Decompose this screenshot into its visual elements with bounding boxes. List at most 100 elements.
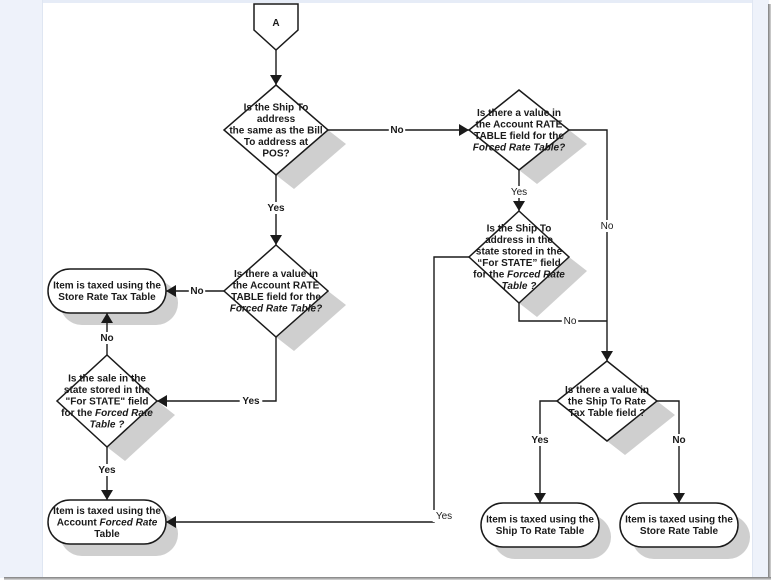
frame-top bbox=[0, 0, 768, 3]
decision-d4 bbox=[467, 89, 571, 171]
arrowhead-icon bbox=[513, 201, 525, 211]
arrowhead-icon bbox=[270, 235, 282, 245]
edge-label-bg bbox=[528, 434, 552, 446]
edge-label-d5-d6: No bbox=[564, 316, 577, 327]
edge-label-bg bbox=[598, 220, 616, 232]
arrowhead-icon bbox=[270, 75, 282, 85]
terminal-t4 bbox=[619, 502, 739, 548]
arrowhead-icon bbox=[459, 124, 469, 136]
node-text-line: Is the sale in the bbox=[68, 373, 146, 384]
edge-label-bg bbox=[432, 510, 456, 522]
frame-right-margin bbox=[752, 0, 769, 578]
connector-a bbox=[253, 3, 299, 52]
node-text-line: POS? bbox=[262, 148, 289, 159]
node-text-line: the Account RATE bbox=[476, 120, 563, 131]
edge-label-d1-d2: Yes bbox=[267, 203, 285, 214]
arrowhead-icon bbox=[166, 285, 176, 297]
node-text-line: Item is taxed using the bbox=[625, 515, 733, 526]
frame-shadow-bottom bbox=[4, 577, 771, 580]
edge-label-bg bbox=[388, 124, 406, 136]
edge-label-d2-d3: Yes bbox=[242, 396, 260, 407]
node-text-line: the Ship To Rate bbox=[568, 396, 647, 407]
node-text-line: the same as the Bill bbox=[229, 125, 323, 136]
edge-d4-d6 bbox=[569, 129, 608, 361]
node-text-line: TABLE field for the bbox=[474, 131, 564, 142]
node-text-line: Tax Table field ? bbox=[569, 408, 646, 419]
edge-label-bg bbox=[507, 186, 531, 198]
node-text-line: Ship To Rate Table bbox=[496, 526, 585, 537]
arrowhead-icon bbox=[166, 516, 176, 528]
node-text-line: address bbox=[257, 114, 296, 125]
node-text-line: state stored in the bbox=[64, 385, 151, 396]
edge-label-d3-t1: No bbox=[100, 333, 113, 344]
node-text-line: Is there a value in bbox=[477, 108, 561, 119]
edge-label-d6-t4: No bbox=[672, 435, 685, 446]
edge-label-d4-d6: No bbox=[601, 221, 614, 232]
edge-label-bg bbox=[188, 285, 206, 297]
node-text-line: Item is taxed using the bbox=[53, 506, 161, 517]
node-text-line: for the Forced Rate bbox=[473, 270, 565, 281]
edge-label-bg bbox=[95, 464, 119, 476]
edge-label-d2-t1: No bbox=[190, 286, 203, 297]
decision-shadow bbox=[607, 401, 675, 455]
node-text-line: state stored in the bbox=[476, 247, 563, 258]
node-text-line: TABLE field for the bbox=[231, 292, 321, 303]
node-text-line: Table ? bbox=[502, 281, 537, 292]
edge-label-bg bbox=[98, 332, 116, 344]
decision-shadow bbox=[107, 401, 175, 461]
decision-shadow bbox=[519, 257, 587, 317]
arrowhead-icon bbox=[101, 313, 113, 323]
edge-label-bg bbox=[670, 434, 688, 446]
node-text-line: the Account RATE bbox=[233, 281, 320, 292]
decision-d5 bbox=[467, 209, 571, 305]
frame-left-margin bbox=[0, 0, 43, 578]
arrowhead-icon bbox=[101, 490, 113, 500]
node-text-line: “For STATE” field bbox=[477, 258, 561, 269]
arrowhead-icon bbox=[601, 351, 613, 361]
node-text-line: Is the Ship To bbox=[487, 224, 552, 235]
node-text-line: Store Rate Table bbox=[640, 526, 719, 537]
edge-label-bg bbox=[239, 395, 263, 407]
edge-label-d3-t2: Yes bbox=[98, 465, 116, 476]
node-text-line: Account Forced Rate bbox=[57, 517, 158, 528]
node-text-line: To address at bbox=[244, 137, 309, 148]
edge-d5-t2 bbox=[166, 256, 469, 523]
edge-d6-t3 bbox=[539, 400, 557, 503]
edge-label-d6-t3: Yes bbox=[531, 435, 549, 446]
terminal-t3 bbox=[480, 502, 600, 548]
node-text-line: Forced Rate Table? bbox=[230, 304, 322, 315]
frame-shadow-right bbox=[768, 4, 771, 580]
arrowhead-icon bbox=[673, 493, 685, 503]
decision-shadow bbox=[276, 291, 346, 351]
node-text-line: Forced Rate Table? bbox=[473, 143, 565, 154]
edge-d6-t4 bbox=[657, 400, 680, 503]
decision-d2 bbox=[222, 243, 330, 339]
edge-label-bg bbox=[561, 315, 579, 327]
terminal-t2 bbox=[47, 499, 167, 545]
edge-label-d1-d4: No bbox=[390, 125, 403, 136]
node-text-line: Table bbox=[94, 529, 120, 540]
decision-d6 bbox=[555, 360, 659, 442]
node-text-line: Is there a value in bbox=[234, 269, 318, 280]
edge-d2-d3 bbox=[157, 337, 277, 402]
decision-shadow bbox=[276, 130, 346, 189]
node-text-line: Table ? bbox=[90, 419, 125, 430]
decision-d1 bbox=[222, 84, 330, 176]
node-text-line: for the Forced Rate bbox=[61, 408, 153, 419]
arrowhead-icon bbox=[534, 493, 546, 503]
decision-shadow bbox=[519, 130, 587, 184]
node-text-line: Item is taxed using the bbox=[53, 281, 161, 292]
arrowhead-icon bbox=[157, 395, 167, 407]
connector-label: A bbox=[272, 18, 279, 29]
node-text-line: Item is taxed using the bbox=[486, 515, 594, 526]
